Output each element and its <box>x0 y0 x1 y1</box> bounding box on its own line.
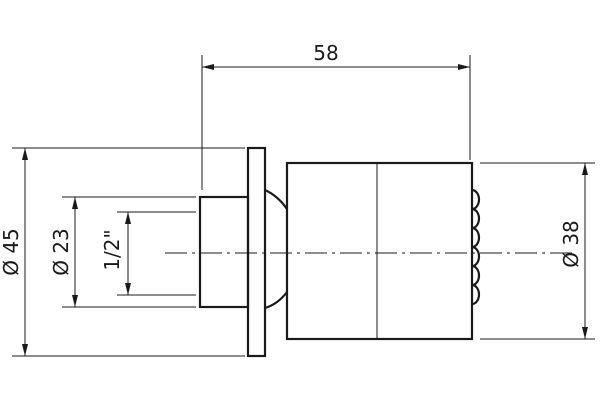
flange-diameter-label: Ø 45 <box>0 228 23 276</box>
arrowhead-inlet-top <box>72 197 78 209</box>
arrowhead-flange-top <box>22 148 28 160</box>
dimension-overall-length: 58 <box>201 41 471 190</box>
arrowhead-thread-top <box>125 212 131 224</box>
arrowhead-left <box>202 64 214 70</box>
aerator-bumps <box>471 188 481 306</box>
thread-label: 1/2" <box>100 229 124 270</box>
dimension-inlet-diameter: Ø 23 <box>49 196 196 308</box>
main-body <box>285 161 474 341</box>
arrowhead-body-bottom <box>582 327 588 339</box>
inlet-stub <box>198 195 250 309</box>
transition-cone <box>264 189 288 310</box>
body-diameter-label: Ø 38 <box>559 220 583 268</box>
arrowhead-body-top <box>582 163 588 175</box>
arrowhead-flange-bottom <box>22 344 28 356</box>
arrowhead-inlet-bottom <box>72 295 78 307</box>
dimension-flange-diameter: Ø 45 <box>0 147 245 357</box>
arrowhead-thread-bottom <box>125 283 131 295</box>
arrowhead-right <box>458 64 470 70</box>
part-outline <box>198 146 481 358</box>
inlet-diameter-label: Ø 23 <box>49 228 73 276</box>
dimension-body-diameter: Ø 38 <box>480 162 595 340</box>
length-label: 58 <box>313 41 338 65</box>
flange <box>246 146 267 358</box>
dimension-thread: 1/2" <box>100 211 196 296</box>
